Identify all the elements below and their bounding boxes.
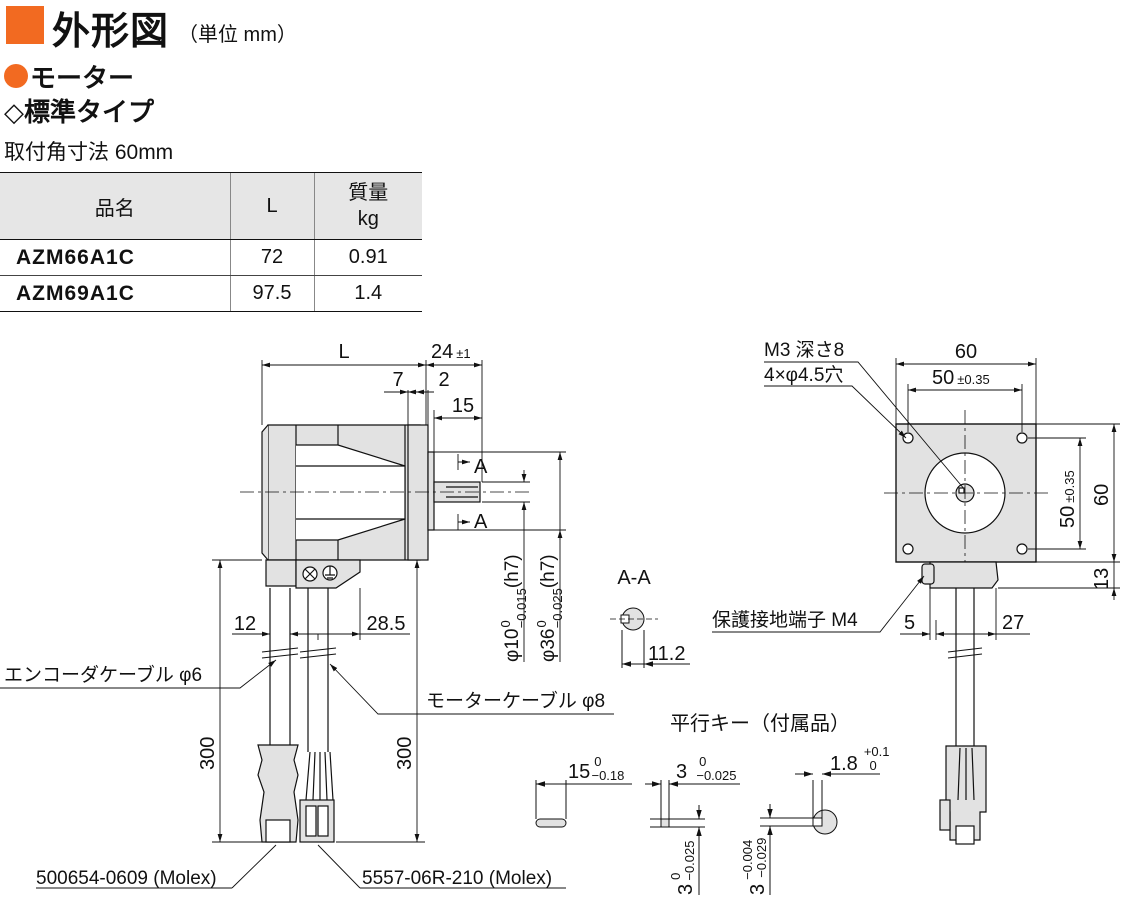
dim-7: 7 — [392, 369, 403, 391]
pilot-boss — [427, 451, 435, 531]
side-view-dimensions — [0, 360, 614, 889]
dim-60-vertical: 60 — [1091, 484, 1113, 506]
col-header-mass: 質量 kg — [313, 172, 422, 240]
groove-width: 3−0.004−0.029 — [740, 838, 769, 895]
dim-2: 2 — [438, 369, 449, 391]
dim-50-vertical: 50±0.35 — [1057, 470, 1079, 528]
mounting-size: 取付角寸法 60mm — [4, 141, 174, 164]
key-drawing — [535, 771, 880, 895]
encoder-connector — [257, 744, 299, 843]
encoder-cable-break — [261, 647, 299, 659]
mount-hole-icon — [1016, 543, 1028, 555]
section-label: A-A — [617, 567, 651, 589]
dim-12: 12 — [234, 613, 256, 635]
motor-cable-break — [299, 647, 337, 659]
pilot-diameter: φ360−0.025(h7) — [534, 554, 565, 662]
tap-label: M3 深さ8 — [764, 339, 844, 361]
bullet-dot-icon — [4, 64, 28, 88]
mount-hole-icon — [902, 432, 914, 444]
unit-label: （単位 mm） — [178, 24, 297, 46]
shaft-diameter: φ100−0.015(h7) — [498, 554, 529, 662]
motor-flange — [407, 424, 429, 561]
ground-terminal-label: 保護接地端子 M4 — [712, 609, 858, 631]
section-dim: 11.2 — [648, 643, 685, 665]
type-heading: ◇標準タイプ — [4, 97, 154, 127]
mount-hole-icon — [1016, 432, 1028, 444]
front-view-dimensions — [712, 358, 1120, 640]
encoder-cable-label: エンコーダケーブル φ6 — [4, 663, 202, 686]
row-mass: 0.91 — [313, 239, 422, 276]
title-marker — [6, 6, 44, 44]
motor-cable-label: モーターケーブル φ8 — [426, 689, 605, 712]
dim-27: 27 — [1002, 612, 1024, 634]
dim-300-motor: 300 — [394, 737, 416, 770]
page-title: 外形図 — [52, 11, 170, 53]
col-header-name: 品名 — [0, 172, 230, 240]
dim-300-encoder: 300 — [197, 737, 219, 770]
mount-hole-icon — [902, 543, 914, 555]
section-mark-bottom: A — [474, 511, 488, 533]
dim-24: 24±1 — [431, 341, 471, 363]
row-length: 97.5 — [229, 275, 314, 312]
col-header-length: L — [229, 172, 314, 240]
motor-connector — [299, 799, 335, 843]
row-name: AZM69A1C — [0, 275, 230, 312]
table-header-row: 品名 L 質量 kg — [0, 172, 422, 240]
side-view — [240, 424, 530, 843]
dim-28-5: 28.5 — [367, 613, 406, 635]
holes-label: 4×φ4.5穴 — [764, 364, 843, 386]
row-mass: 1.4 — [313, 275, 422, 312]
front-view — [884, 410, 1048, 845]
table-row: AZM66A1C 72 0.91 — [0, 239, 422, 276]
row-name: AZM66A1C — [0, 239, 230, 276]
encoder-connector-label: 500654-0609 (Molex) — [36, 868, 217, 889]
table-row: AZM69A1C 97.5 1.4 — [0, 275, 422, 312]
mass-label: 質量 — [348, 182, 389, 204]
dim-15: 15 — [452, 395, 474, 417]
dim-50-horizontal: 50±0.35 — [932, 367, 990, 389]
section-view — [610, 607, 690, 668]
key-title: 平行キー（付属品） — [670, 712, 850, 735]
dim-5: 5 — [904, 612, 915, 634]
category-heading: モーター — [30, 63, 135, 93]
spec-table: 品名 L 質量 kg AZM66A1C 72 0.91 AZM69A1C 97.… — [0, 172, 422, 312]
motor-connector-label: 5557-06R-210 (Molex) — [362, 868, 552, 889]
section-mark-top: A — [474, 456, 488, 478]
dim-13: 13 — [1091, 568, 1113, 590]
dim-L: L — [338, 341, 349, 363]
mass-unit: kg — [357, 208, 379, 230]
dim-60-horizontal: 60 — [955, 341, 977, 363]
key-height: 30−0.025 — [668, 841, 697, 895]
row-length: 72 — [229, 239, 314, 276]
